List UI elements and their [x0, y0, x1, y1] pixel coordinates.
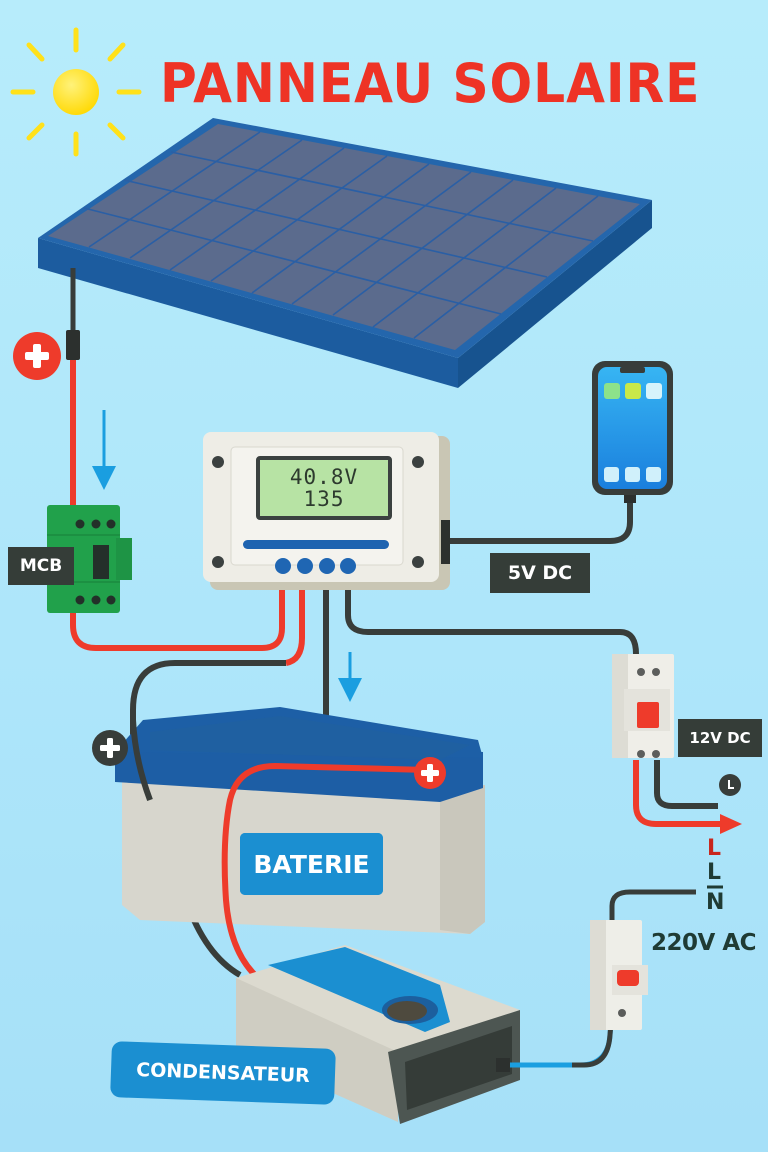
ac-neutral-label: N — [706, 890, 725, 915]
display-voltage: 40.8V — [289, 465, 359, 489]
sun-icon — [10, 27, 142, 157]
mcb-label: MCB — [8, 547, 74, 585]
page-title: PANNEAU SOLAIRE — [160, 52, 701, 115]
red-wire-controller-battery — [285, 582, 305, 666]
plug-icon — [496, 1058, 510, 1072]
dc-output-label: 12V DC — [678, 719, 762, 757]
inverter-label: CONDENSATEUR — [110, 1041, 336, 1105]
ac-cable — [572, 1009, 615, 1068]
ac-line-label: L — [707, 860, 722, 885]
dc-line-label: L — [707, 836, 722, 861]
mcb-breaker-icon — [47, 505, 132, 613]
black-wire-battery-overlay — [130, 719, 153, 802]
solar-panel-icon — [38, 118, 652, 388]
inverter-icon — [236, 945, 520, 1124]
usb-output-label: 5V DC — [490, 553, 590, 593]
plus-terminal-icon — [13, 332, 61, 380]
dc-negative-wire — [654, 760, 718, 809]
red-wire-battery-to-inverter — [221, 762, 429, 978]
load-terminal-icon — [719, 774, 741, 796]
black-wire-to-dc-breaker — [345, 582, 639, 655]
controller-display: 40.8V 135 — [256, 456, 392, 520]
battery-icon — [115, 707, 485, 934]
cable-connector-icon — [66, 330, 80, 360]
battery-label: BATERIE — [240, 833, 383, 895]
ac-breaker-icon — [590, 889, 696, 1030]
battery-left-terminal-icon — [92, 730, 128, 766]
usb-cable — [446, 498, 633, 544]
output-arrow-icon — [720, 814, 742, 834]
dc-positive-wire — [633, 760, 722, 827]
ac-voltage-label: 220V AC — [651, 930, 757, 956]
battery-positive-terminal-icon — [414, 757, 446, 789]
smartphone-icon — [592, 361, 673, 503]
display-value: 135 — [303, 487, 345, 511]
red-wire-mcb-to-controller — [70, 582, 285, 651]
dc-breaker-icon — [612, 654, 674, 758]
